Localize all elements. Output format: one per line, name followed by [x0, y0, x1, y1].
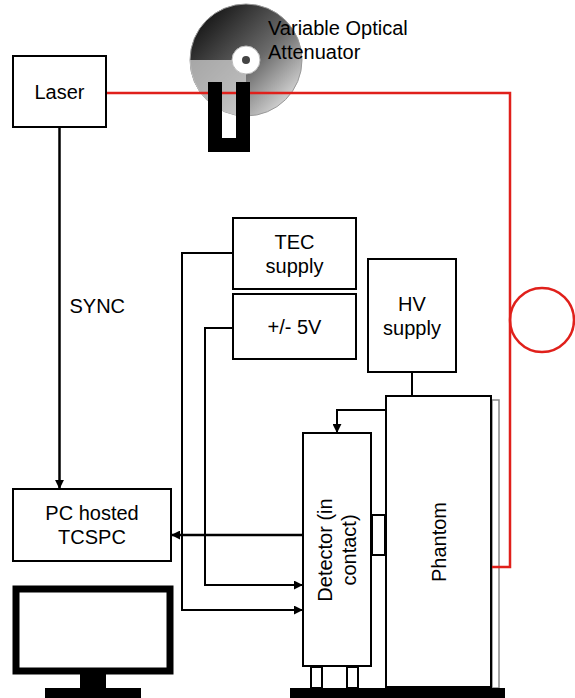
node-text: Laser [34, 80, 84, 104]
attenuator-hub [232, 46, 260, 74]
signal-wire [205, 328, 302, 585]
node-text: TEC supply [255, 230, 335, 278]
contact-piece [372, 515, 385, 555]
detector-box: Detector (in contact) [302, 432, 372, 667]
detector-leg [311, 667, 322, 688]
tcspc-box: PC hosted TCSPC [12, 488, 172, 562]
node-text: HV supply [377, 292, 447, 340]
monitor-screen [16, 589, 170, 671]
supply-box: TEC supply [232, 217, 357, 290]
phantom-box: Phantom [385, 395, 492, 688]
supply-box: HV supply [367, 258, 457, 373]
fiber-loop [510, 288, 574, 352]
supply-box: +/- 5V [232, 293, 357, 360]
monitor-neck [80, 674, 106, 689]
signal-label: SYNC [70, 294, 126, 318]
node-text: +/- 5V [268, 315, 322, 339]
signal-wire [58, 128, 61, 488]
attenuator-holder [208, 82, 250, 152]
part-label: Variable Optical Attenuator [268, 16, 443, 64]
signal-wire [172, 534, 302, 537]
node-text: Phantom [427, 442, 451, 642]
laser-box: Laser [12, 55, 107, 128]
detector-leg [347, 667, 358, 688]
node-text: Detector (in contact) [313, 475, 361, 625]
monitor-base [45, 688, 141, 698]
base-bar [290, 688, 505, 698]
attenuator-axle [242, 56, 250, 64]
phantom-plate [492, 400, 499, 688]
node-text: PC hosted TCSPC [37, 501, 147, 549]
